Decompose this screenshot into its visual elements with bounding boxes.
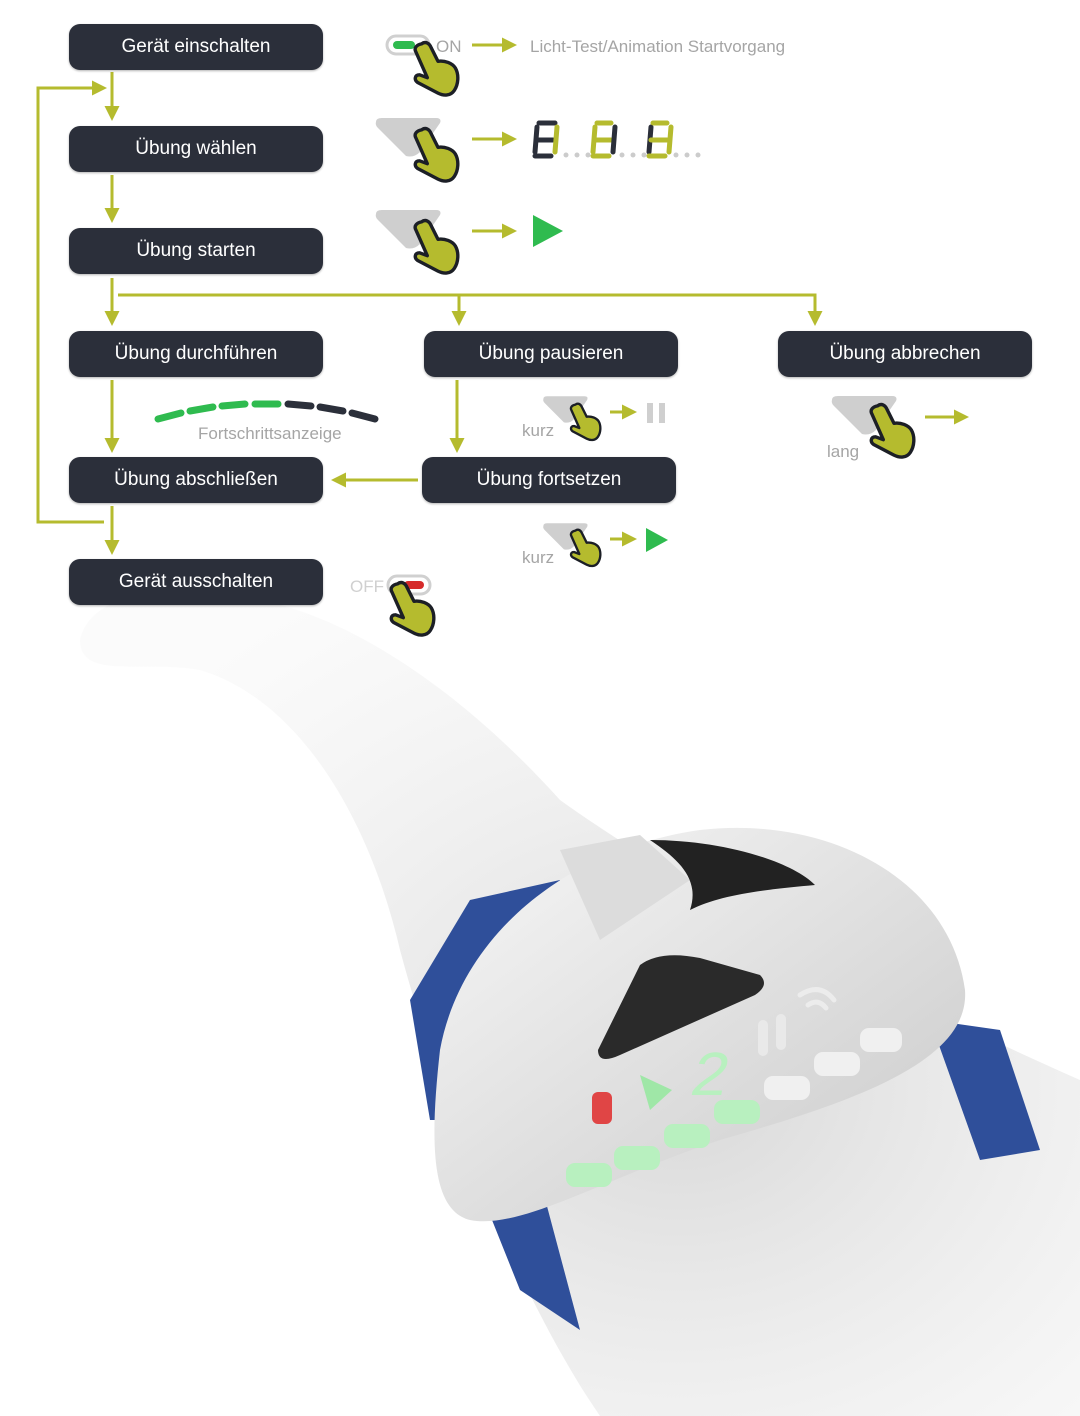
hand-pointer-icon [408,126,466,184]
hand-pointer-icon [566,528,606,568]
hand-pointer-icon [864,402,922,460]
step-power-on: Gerät einschalten [69,24,323,70]
device-red-led [592,1092,612,1124]
hand-pointer-icon [408,218,466,276]
progress-indicator [154,400,379,423]
step-power-off: Gerät ausschalten [69,559,323,605]
play-icon-resume [646,528,668,552]
pause-icon [647,403,665,423]
device-slot [650,840,815,910]
progress-label: Fortschrittsanzeige [198,424,342,443]
step-finish-exercise: Übung abschließen [69,457,323,503]
device-main-button [598,955,764,1059]
device-play-led [640,1075,672,1110]
hand-pointer-icon [566,402,606,442]
short-press-label: kurz [522,421,555,440]
device-top-button [560,835,690,940]
off-label: OFF [350,577,384,596]
light-test-label: Licht-Test/Animation Startvorgang [530,37,786,56]
device-body [434,827,966,1222]
device-pause-led [758,1014,786,1056]
hand-pointer-icon [384,580,442,638]
step-pause-exercise: Übung pausieren [424,331,678,377]
wifi-icon [797,987,837,1011]
step-perform-exercise: Übung durchführen [69,331,323,377]
strap-right [930,1020,1040,1160]
step-select-exercise: Übung wählen [69,126,323,172]
device-progress-leds [566,1028,902,1187]
long-press-label: lang [827,442,860,461]
on-label: ON [436,37,462,56]
step-resume-exercise: Übung fortsetzen [422,457,676,503]
step-start-exercise: Übung starten [69,228,323,274]
play-icon [533,215,563,247]
short-press-label-resume: kurz [522,548,555,567]
step-abort-exercise: Übung abbrechen [778,331,1032,377]
seven-segment-display-icon [532,120,701,159]
